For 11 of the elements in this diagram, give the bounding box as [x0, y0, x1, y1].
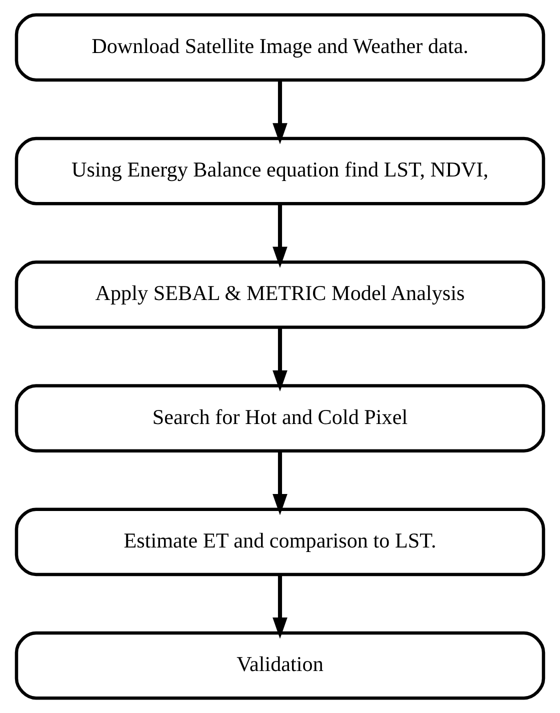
arrow	[272, 574, 288, 639]
arrow	[272, 204, 288, 268]
node-box: Search for Hot and Cold Pixel	[14, 384, 546, 452]
arrow	[272, 450, 288, 516]
node-box: Using Energy Balance equation find LST, NDVI,	[14, 136, 546, 206]
node-box: Download Satellite Image and Weather data.	[14, 13, 546, 82]
arrow	[272, 327, 288, 392]
node-box: Estimate ET and comparison to LST.	[14, 508, 546, 576]
node-box: Apply SEBAL & METRIC Model Analysis	[14, 260, 546, 329]
node-box: Validation	[14, 631, 546, 700]
arrow	[272, 80, 288, 144]
